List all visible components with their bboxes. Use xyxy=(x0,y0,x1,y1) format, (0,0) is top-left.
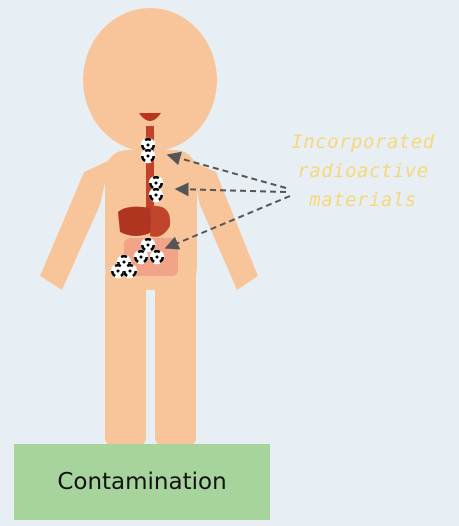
liver xyxy=(118,207,152,236)
annotation-line-3: materials xyxy=(268,186,458,215)
caption-label: Contamination xyxy=(57,469,226,495)
annotation-line-1: Incorporated xyxy=(268,128,458,157)
left-leg xyxy=(105,268,146,446)
right-leg xyxy=(155,268,196,446)
annotation-line-2: radioactive xyxy=(268,157,458,186)
annotation-text: Incorporated radioactive materials xyxy=(268,128,458,215)
right-arm xyxy=(190,160,258,290)
left-arm xyxy=(40,160,110,290)
caption-box: Contamination xyxy=(14,444,270,520)
